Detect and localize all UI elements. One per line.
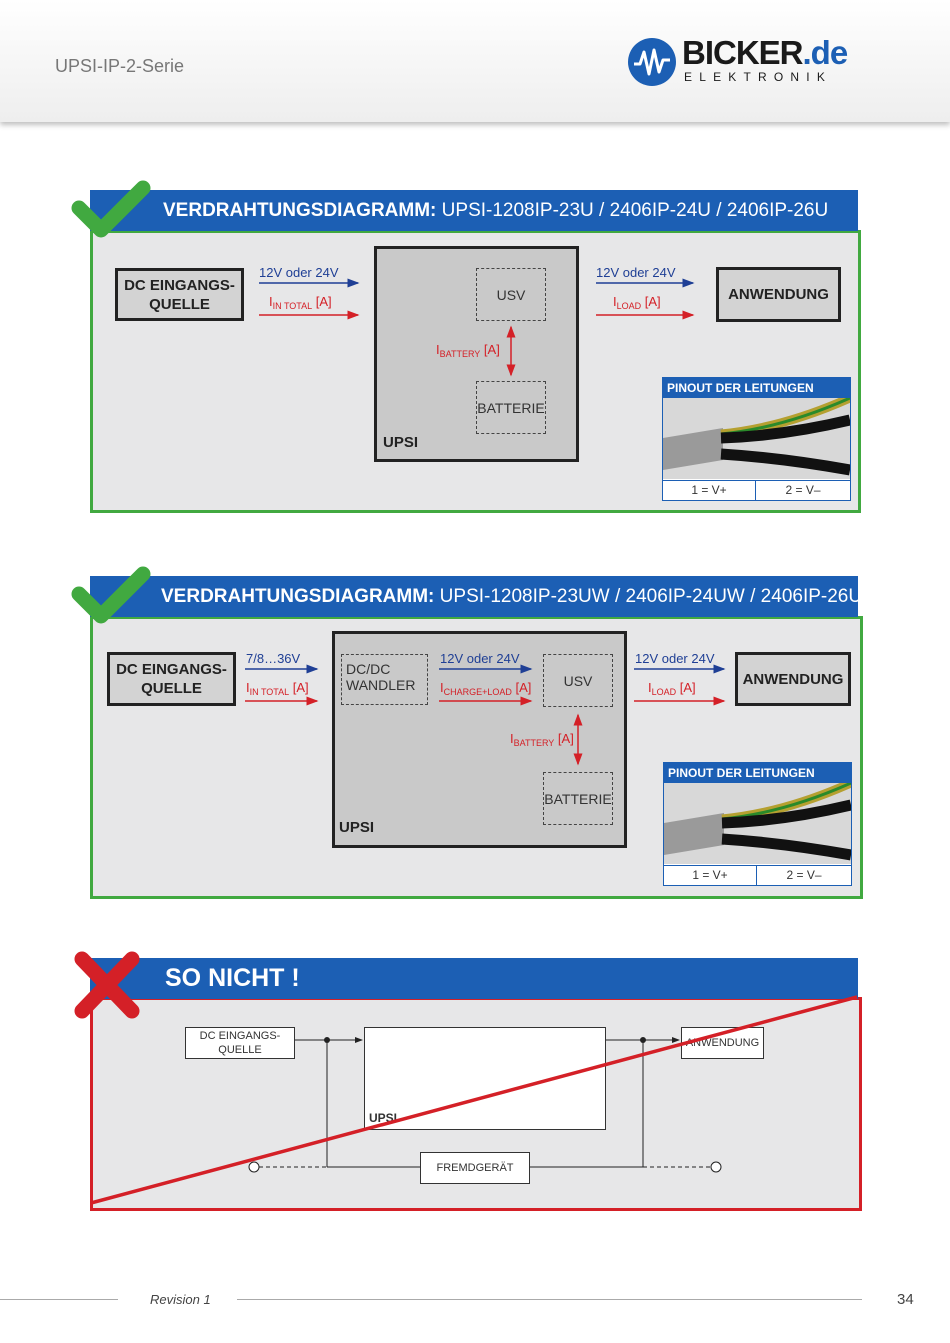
diagram-2-pin-1: 1 = V+ [664, 865, 757, 886]
diagram-2-input-current: IIN TOTAL [A] [246, 680, 309, 697]
diagram-3-title-bar: SO NICHT ! [90, 958, 858, 999]
diagram-1-output-voltage: 12V oder 24V [596, 265, 676, 280]
diagram-2-cable-photo [664, 783, 851, 864]
diagram-2-pin-2: 2 = V– [757, 865, 851, 886]
diagram-3-title: SO NICHT ! [165, 964, 300, 992]
cross-icon [74, 951, 140, 1019]
diagram-1-input-current: IIN TOTAL [A] [269, 294, 332, 311]
diagram-1-upsi-label: UPSI [383, 434, 419, 451]
diagram-1-title-label: VERDRAHTUNGSDIAGRAMM: [163, 200, 437, 221]
diagram-1-pinout-title: PINOUT DER LEITUNGEN [663, 378, 850, 398]
diagram-2-battery-current: IBATTERY [A] [510, 731, 574, 748]
diagram-2-title-models: UPSI-1208IP-23UW / 2406IP-24UW / 2406IP-… [439, 586, 881, 607]
diagram-1-pin-1: 1 = V+ [663, 480, 756, 501]
diagram-1-input-voltage: 12V oder 24V [259, 265, 339, 280]
diagram-2-upsi-label: UPSI [339, 819, 375, 836]
revision-label: Revision 1 [150, 1292, 211, 1307]
diagram-2-source-box: DC EINGANGS- QUELLE [107, 652, 236, 706]
logo-subtitle: ELEKTRONIK [684, 70, 833, 84]
footer-divider-left [0, 1299, 118, 1300]
page-header: UPSI-IP-2-Serie BICKER.de ELEKTRONIK [0, 0, 950, 122]
diagram-2-pinout: PINOUT DER LEITUNGEN 1 = V+ 2 = V– [663, 762, 852, 886]
logo-wordmark: BICKER.de [682, 34, 848, 71]
diagram-2-load-current: ILOAD [A] [648, 680, 696, 697]
diagram-2-charge-load-current: ICHARGE+LOAD [A] [440, 680, 532, 697]
diagram-1-load-current: ILOAD [A] [613, 294, 661, 311]
diagram-2-output-voltage: 12V oder 24V [635, 651, 715, 666]
logo-wave-icon [628, 38, 676, 86]
diagram-1-application-box: ANWENDUNG [716, 267, 841, 322]
checkmark-icon [71, 180, 151, 238]
diagram-1-pinout: PINOUT DER LEITUNGEN 1 = V+ 2 = V– [662, 377, 851, 501]
diagram-3-foreign-device-box: FREMDGERÄT [420, 1152, 530, 1184]
diagram-1-battery-current: IBATTERY [A] [436, 342, 500, 359]
diagram-2-pinout-title: PINOUT DER LEITUNGEN [664, 763, 851, 783]
diagram-2-input-voltage: 7/8…36V [246, 651, 301, 666]
diagram-1-battery-box: BATTERIE [476, 381, 546, 434]
diagram-3-source-box: DC EINGANGS- QUELLE [185, 1027, 295, 1059]
diagram-3-upsi-box: UPSI [364, 1027, 606, 1130]
diagram-2-application-box: ANWENDUNG [735, 652, 851, 706]
diagram-2-title-label: VERDRAHTUNGSDIAGRAMM: [161, 586, 435, 607]
diagram-1-title-models: UPSI-1208IP-23U / 2406IP-24U / 2406IP-26… [441, 200, 829, 221]
diagram-1-pin-2: 2 = V– [756, 480, 850, 501]
diagram-2-usv-box: USV [543, 654, 613, 707]
checkmark-icon [71, 566, 151, 624]
diagram-2-mid-voltage: 12V oder 24V [440, 651, 520, 666]
diagram-2-dcdc-box: DC/DC WANDLER [341, 654, 428, 705]
diagram-1-title-bar: VERDRAHTUNGSDIAGRAMM: UPSI-1208IP-23U / … [90, 190, 858, 231]
diagram-3-strike-line [90, 995, 858, 1205]
bicker-logo: BICKER.de ELEKTRONIK [628, 34, 863, 92]
page-number: 34 [897, 1291, 914, 1308]
diagram-2-title-bar: VERDRAHTUNGSDIAGRAMM: UPSI-1208IP-23UW /… [90, 576, 880, 617]
footer-divider-right [237, 1299, 862, 1300]
diagram-2-battery-box: BATTERIE [543, 772, 613, 825]
series-title: UPSI-IP-2-Serie [55, 56, 185, 76]
diagram-1-source-box: DC EINGANGS- QUELLE [115, 268, 244, 321]
diagram-1-cable-photo [663, 398, 850, 479]
diagram-1-usv-box: USV [476, 268, 546, 321]
